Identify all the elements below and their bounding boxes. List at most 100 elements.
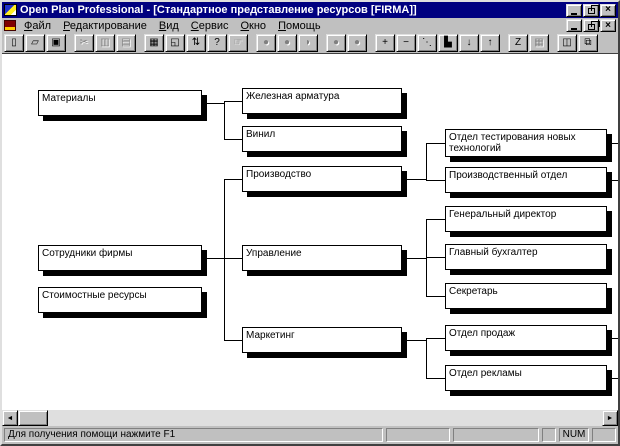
window-controls: × bbox=[566, 3, 616, 17]
mdi-restore-icon bbox=[587, 20, 600, 30]
zigzag-view-button[interactable]: Z bbox=[508, 34, 528, 52]
view-circle-3-icon: ◗ bbox=[304, 37, 312, 48]
print-preview-button[interactable]: ◱ bbox=[165, 34, 185, 52]
window-title: Open Plan Professional - [Стандартное пр… bbox=[20, 4, 417, 16]
update-button[interactable]: ⇅ bbox=[186, 34, 206, 52]
remove-item-icon: − bbox=[403, 37, 409, 48]
status-panel-5 bbox=[592, 428, 616, 442]
help-icon: ? bbox=[214, 37, 220, 48]
context-help-button: ☞ bbox=[228, 34, 248, 52]
status-num-indicator: NUM bbox=[559, 428, 589, 442]
help-button[interactable]: ? bbox=[207, 34, 227, 52]
node-iron[interactable]: Железная арматура bbox=[242, 88, 402, 114]
menu-item-help[interactable]: Помощь bbox=[278, 19, 321, 32]
node-testing[interactable]: Отдел тестирования новых технологий bbox=[445, 129, 607, 157]
view-circle-5-icon: ● bbox=[353, 37, 361, 48]
menu-item-view[interactable]: Вид bbox=[158, 19, 179, 32]
view-circle-4-button: ● bbox=[326, 34, 346, 52]
scroll-right-icon: ► bbox=[606, 414, 614, 422]
hierarchy-steps-button[interactable]: ▙ bbox=[438, 34, 458, 52]
menu-item-window[interactable]: Окно bbox=[240, 19, 267, 32]
link-items-icon: ⋱ bbox=[422, 37, 432, 48]
status-message: Для получения помощи нажмите F1 bbox=[4, 428, 383, 442]
view-circle-3-button: ◗ bbox=[298, 34, 318, 52]
add-item-button[interactable]: + bbox=[375, 34, 395, 52]
horizontal-scrollbar[interactable]: ◄ ► bbox=[2, 410, 618, 426]
node-adv[interactable]: Отдел рекламы bbox=[445, 365, 607, 391]
node-production[interactable]: Производство bbox=[242, 166, 402, 192]
remove-item-button[interactable]: − bbox=[396, 34, 416, 52]
scroll-right-button[interactable]: ► bbox=[602, 410, 618, 426]
cascade-windows-icon: ⧉ bbox=[584, 37, 592, 48]
node-marketing[interactable]: Маркетинг bbox=[242, 327, 402, 353]
node-accountant[interactable]: Главный бухгалтер bbox=[445, 244, 607, 270]
toolbar: ▯ ▱ ▣ ✂ ▥ ▤ ▦ ◱ ⇅? ☞ ● ● ◗ ● ● + − ⋱ ▙ ↓ ↑ Z ▦ ◫ ⧉ bbox=[2, 33, 618, 54]
scrollbar-thumb[interactable] bbox=[18, 410, 48, 426]
copy-icon: ▥ bbox=[100, 37, 110, 48]
node-director[interactable]: Генеральный директор bbox=[445, 206, 607, 232]
mdi-window-controls: × bbox=[566, 19, 616, 32]
minimize-button[interactable] bbox=[566, 3, 582, 17]
node-materials[interactable]: Материалы bbox=[38, 90, 202, 116]
move-up-icon: ↑ bbox=[487, 37, 493, 48]
new-document-button[interactable]: ▯ bbox=[4, 34, 24, 52]
save-icon: ▣ bbox=[51, 37, 61, 48]
node-cost[interactable]: Стоимостные ресурсы bbox=[38, 287, 202, 313]
open-file-button[interactable]: ▱ bbox=[25, 34, 45, 52]
move-up-button[interactable]: ↑ bbox=[480, 34, 500, 52]
paste-button: ▤ bbox=[116, 34, 136, 52]
minimize-icon bbox=[571, 12, 577, 15]
view-circle-1-button: ● bbox=[256, 34, 276, 52]
view-circle-4-icon: ● bbox=[332, 37, 340, 48]
node-sales[interactable]: Отдел продаж bbox=[445, 325, 607, 351]
document-system-icon[interactable] bbox=[4, 20, 16, 31]
app-icon[interactable] bbox=[4, 4, 17, 16]
title-bar: Open Plan Professional - [Стандартное пр… bbox=[2, 2, 618, 18]
scroll-left-icon: ◄ bbox=[6, 414, 14, 422]
view-circle-1-icon: ● bbox=[262, 37, 270, 48]
close-button[interactable]: × bbox=[600, 3, 616, 17]
hierarchy-steps-icon: ▙ bbox=[444, 37, 452, 48]
move-down-button[interactable]: ↓ bbox=[459, 34, 479, 52]
mdi-restore-button[interactable] bbox=[583, 19, 600, 32]
cascade-windows-button[interactable]: ⧉ bbox=[578, 34, 598, 52]
node-vinyl[interactable]: Винил bbox=[242, 126, 402, 152]
update-icon: ⇅ bbox=[191, 37, 201, 48]
menu-item-service[interactable]: Сервис bbox=[190, 19, 229, 32]
cut-button: ✂ bbox=[74, 34, 94, 52]
print-preview-icon: ◱ bbox=[170, 37, 180, 48]
close-icon: × bbox=[605, 4, 611, 15]
print-button[interactable]: ▦ bbox=[144, 34, 164, 52]
menu-bar: Файл Редактирование Вид Сервис Окно Помощь × bbox=[2, 18, 618, 33]
scroll-left-button[interactable]: ◄ bbox=[2, 410, 18, 426]
tile-windows-button[interactable]: ◫ bbox=[557, 34, 577, 52]
mdi-minimize-icon bbox=[571, 28, 577, 30]
node-staff[interactable]: Сотрудники фирмы bbox=[38, 245, 202, 271]
link-items-button[interactable]: ⋱ bbox=[417, 34, 437, 52]
status-indicators: NUM bbox=[386, 428, 616, 442]
save-button[interactable]: ▣ bbox=[46, 34, 66, 52]
node-management[interactable]: Управление bbox=[242, 245, 402, 271]
menu-item-edit[interactable]: Редактирование bbox=[63, 19, 147, 32]
status-panel-2 bbox=[453, 428, 539, 442]
new-document-icon: ▯ bbox=[11, 37, 17, 48]
move-down-icon: ↓ bbox=[466, 37, 472, 48]
table-view-icon: ▦ bbox=[534, 37, 544, 48]
mdi-close-button[interactable]: × bbox=[600, 19, 616, 32]
zigzag-view-icon: Z bbox=[514, 37, 522, 48]
copy-button: ▥ bbox=[95, 34, 115, 52]
menu-items: Файл Редактирование Вид Сервис Окно Помощь bbox=[18, 19, 566, 33]
view-circle-2-icon: ● bbox=[283, 37, 291, 48]
context-help-icon: ☞ bbox=[233, 37, 243, 48]
node-secretary[interactable]: Секретарь bbox=[445, 283, 607, 309]
mdi-minimize-button[interactable] bbox=[566, 19, 582, 32]
status-panel-1 bbox=[386, 428, 450, 442]
status-bar: Для получения помощи нажмите F1 NUM bbox=[2, 426, 618, 444]
restore-button[interactable] bbox=[583, 3, 600, 17]
add-item-icon: + bbox=[382, 37, 388, 48]
node-proddept[interactable]: Производственный отдел bbox=[445, 167, 607, 193]
restore-icon bbox=[587, 5, 600, 14]
menu-item-file[interactable]: Файл bbox=[24, 19, 52, 32]
